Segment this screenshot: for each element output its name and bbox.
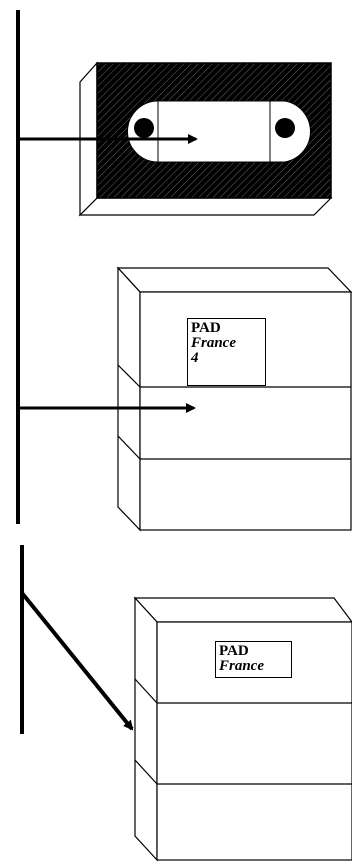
arrow-to-cabinet-2 [20,591,134,731]
storage-cabinet-1 [116,266,352,532]
cabinet-2-label-line2: France [219,658,264,674]
cabinet-2-label: PAD France [215,641,292,678]
video-cassette-icon [78,61,333,217]
storage-cabinet-2 [133,596,352,862]
cabinet-1-label: PAD France 4 [187,318,266,386]
cabinet-2-label-line1: PAD [219,643,249,659]
cabinet-1-label-line2: France [191,335,236,351]
cabinet-1-label-line3: 4 [191,350,199,366]
cabinet-1-label-line1: PAD [191,320,221,336]
